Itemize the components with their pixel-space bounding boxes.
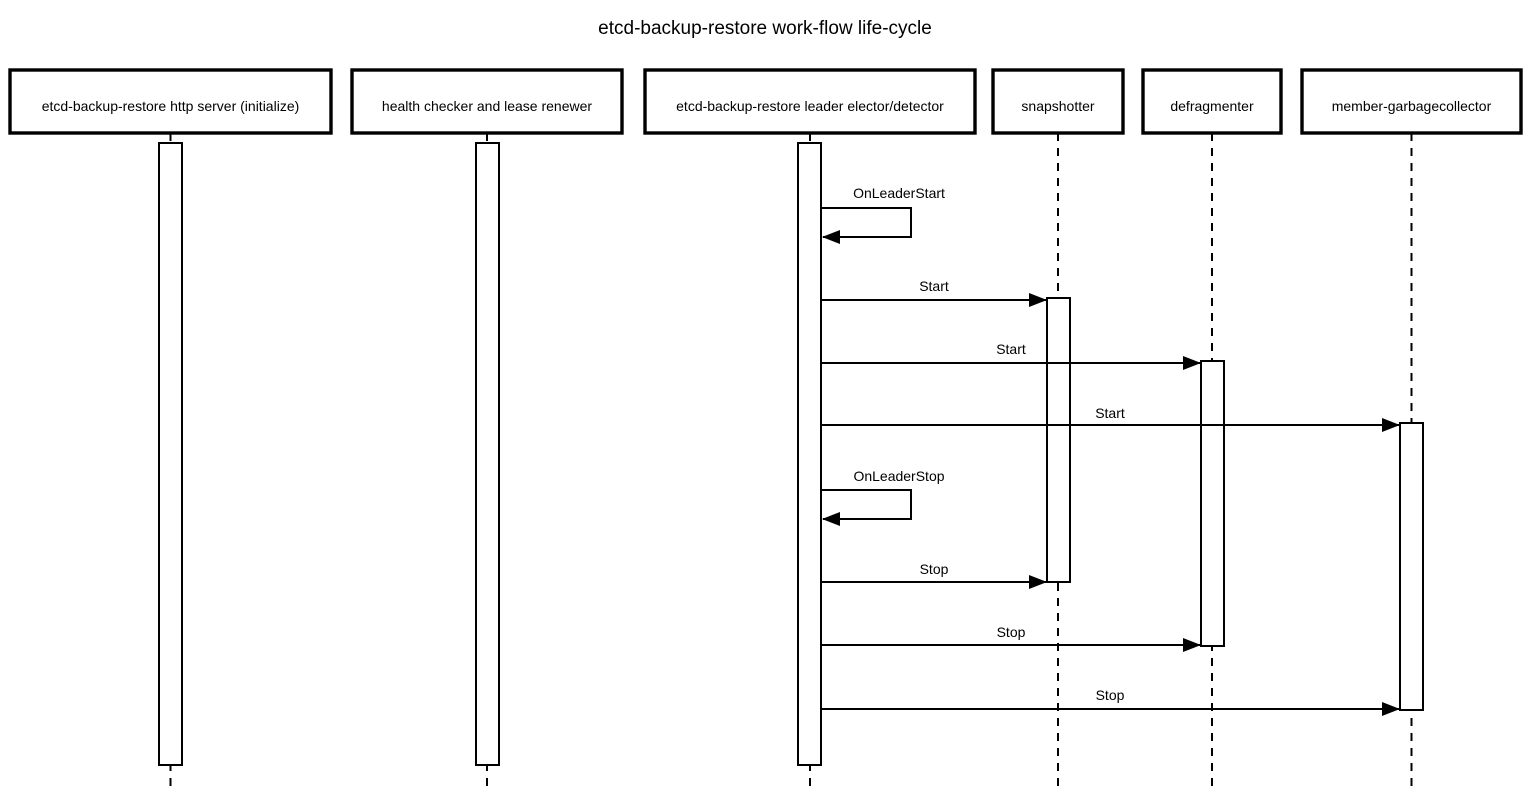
participant-label-health-checker: health checker and lease renewer [382, 98, 592, 114]
activation-bar-member-garbagecollector [1399, 422, 1424, 711]
message-label-stop-snapshotter: Stop [920, 561, 949, 577]
participant-box-snapshotter [991, 68, 1125, 135]
message-arrow-onleaderstop [821, 489, 912, 526]
message-label-start-defragmenter: Start [996, 341, 1026, 357]
activation-bar-snapshotter [1046, 297, 1071, 583]
diagram-title: etcd-backup-restore work-flow life-cycle [598, 18, 932, 39]
message-label-start-snapshotter: Start [919, 278, 949, 294]
participant-label-leader-elector: etcd-backup-restore leader elector/detec… [676, 98, 944, 114]
activation-bar-leader-elector [797, 142, 822, 766]
message-arrow-onleaderstart [821, 207, 912, 244]
message-label-stop-defragmenter: Stop [997, 624, 1026, 640]
participant-box-defragmenter [1141, 68, 1283, 135]
message-label-onleaderstop: OnLeaderStop [853, 468, 944, 484]
message-label-start-member-garbagecollector: Start [1095, 405, 1125, 421]
participant-label-http-server: etcd-backup-restore http server (initial… [42, 98, 300, 114]
message-label-stop-member-garbagecollector: Stop [1096, 687, 1125, 703]
participant-box-member-garbagecollector [1300, 68, 1523, 135]
participant-label-defragmenter: defragmenter [1170, 98, 1254, 114]
message-label-onleaderstart: OnLeaderStart [853, 185, 945, 201]
activation-bar-health-checker [475, 142, 500, 766]
participant-box-http-server [8, 68, 333, 135]
participant-box-health-checker [350, 68, 624, 135]
participant-box-leader-elector [643, 68, 977, 135]
participant-label-snapshotter: snapshotter [1021, 98, 1094, 114]
activation-bar-http-server [158, 142, 183, 766]
activation-bar-defragmenter [1200, 360, 1225, 647]
participant-label-member-garbagecollector: member-garbagecollector [1332, 98, 1492, 114]
